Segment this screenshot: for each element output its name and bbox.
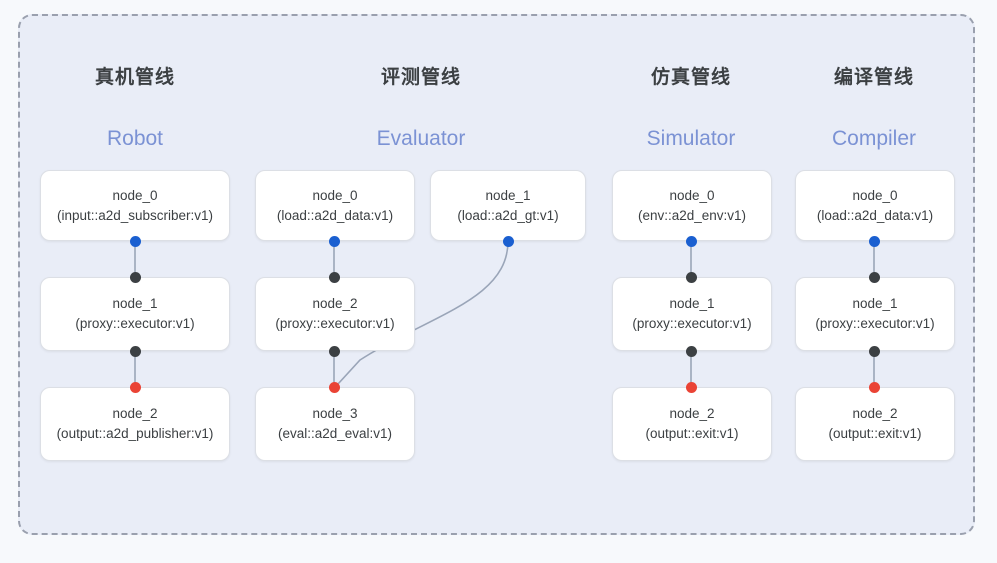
node-id: node_1 [485, 187, 531, 203]
node-id: node_0 [852, 187, 898, 203]
column-header-simulator: 仿真管线 Simulator [611, 62, 771, 151]
port-sink-robot-2[interactable] [129, 382, 141, 393]
port-out-robot-1[interactable] [129, 346, 141, 357]
column-subtitle-compiler: Compiler [831, 127, 917, 150]
node-evaluator-0[interactable]: node_0 (load::a2d_data:v1) [255, 170, 415, 241]
column-header-compiler: 编译管线 Compiler [794, 62, 954, 151]
node-type: (output::exit:v1) [645, 426, 739, 441]
node-robot-1[interactable]: node_1 (proxy::executor:v1) [40, 277, 230, 351]
node-compiler-0[interactable]: node_0 (load::a2d_data:v1) [795, 170, 955, 241]
node-id: node_2 [312, 296, 358, 311]
port-sink-compiler-2[interactable] [868, 382, 880, 393]
node-type: (load::a2d_data:v1) [276, 207, 394, 223]
node-type: (proxy::executor:v1) [275, 316, 395, 331]
node-id: node_1 [852, 296, 898, 311]
port-sink-simulator-2[interactable] [685, 382, 697, 393]
node-robot-2[interactable]: node_2 (output::a2d_publisher:v1) [40, 387, 230, 461]
node-id: node_0 [312, 187, 358, 203]
node-id: node_2 [669, 406, 715, 421]
node-type: (proxy::executor:v1) [815, 316, 935, 331]
node-type: (input::a2d_subscriber:v1) [56, 207, 214, 223]
port-out-compiler-1[interactable] [868, 346, 880, 357]
node-simulator-2[interactable]: node_2 (output::exit:v1) [612, 387, 772, 461]
column-subtitle-simulator: Simulator [646, 127, 736, 150]
node-simulator-0[interactable]: node_0 (env::a2d_env:v1) [612, 170, 772, 241]
node-evaluator-2[interactable]: node_2 (proxy::executor:v1) [255, 277, 415, 351]
node-type: (output::a2d_publisher:v1) [56, 426, 214, 441]
port-sink-evaluator-3[interactable] [328, 382, 340, 393]
node-id: node_0 [669, 187, 715, 203]
port-in-compiler-1[interactable] [868, 272, 880, 283]
column-title-robot: 真机管线 [94, 67, 175, 88]
port-source-robot-0[interactable] [129, 236, 141, 247]
port-source-compiler-0[interactable] [868, 236, 880, 247]
port-source-evaluator-0[interactable] [328, 236, 340, 247]
node-type: (proxy::executor:v1) [632, 316, 752, 331]
node-type: (env::a2d_env:v1) [637, 207, 747, 223]
port-in-robot-1[interactable] [129, 272, 141, 283]
column-header-robot: 真机管线 Robot [55, 62, 215, 151]
node-type: (output::exit:v1) [828, 426, 922, 441]
column-subtitle-evaluator: Evaluator [376, 127, 466, 150]
port-in-evaluator-2[interactable] [328, 272, 340, 283]
node-id: node_2 [852, 406, 898, 421]
node-id: node_1 [669, 296, 715, 311]
node-id: node_2 [112, 406, 158, 421]
node-robot-0[interactable]: node_0 (input::a2d_subscriber:v1) [40, 170, 230, 241]
node-evaluator-1[interactable]: node_1 (load::a2d_gt:v1) [430, 170, 586, 241]
port-source-evaluator-1[interactable] [502, 236, 514, 247]
column-subtitle-robot: Robot [106, 127, 164, 150]
column-title-evaluator: 评测管线 [380, 67, 461, 88]
edge-eval-gt-3 [337, 240, 509, 385]
node-type: (load::a2d_data:v1) [816, 207, 934, 223]
node-id: node_0 [112, 187, 158, 203]
port-source-simulator-0[interactable] [685, 236, 697, 247]
node-compiler-2[interactable]: node_2 (output::exit:v1) [795, 387, 955, 461]
node-type: (eval::a2d_eval:v1) [277, 426, 393, 441]
column-header-evaluator: 评测管线 Evaluator [341, 62, 501, 151]
port-in-simulator-1[interactable] [685, 272, 697, 283]
node-evaluator-3[interactable]: node_3 (eval::a2d_eval:v1) [255, 387, 415, 461]
node-simulator-1[interactable]: node_1 (proxy::executor:v1) [612, 277, 772, 351]
column-title-simulator: 仿真管线 [650, 67, 731, 88]
node-compiler-1[interactable]: node_1 (proxy::executor:v1) [795, 277, 955, 351]
port-out-simulator-1[interactable] [685, 346, 697, 357]
port-out-evaluator-2[interactable] [328, 346, 340, 357]
node-type: (proxy::executor:v1) [75, 316, 195, 331]
column-title-compiler: 编译管线 [833, 67, 914, 88]
node-id: node_3 [312, 406, 358, 421]
node-id: node_1 [112, 296, 158, 311]
node-type: (load::a2d_gt:v1) [457, 207, 559, 223]
